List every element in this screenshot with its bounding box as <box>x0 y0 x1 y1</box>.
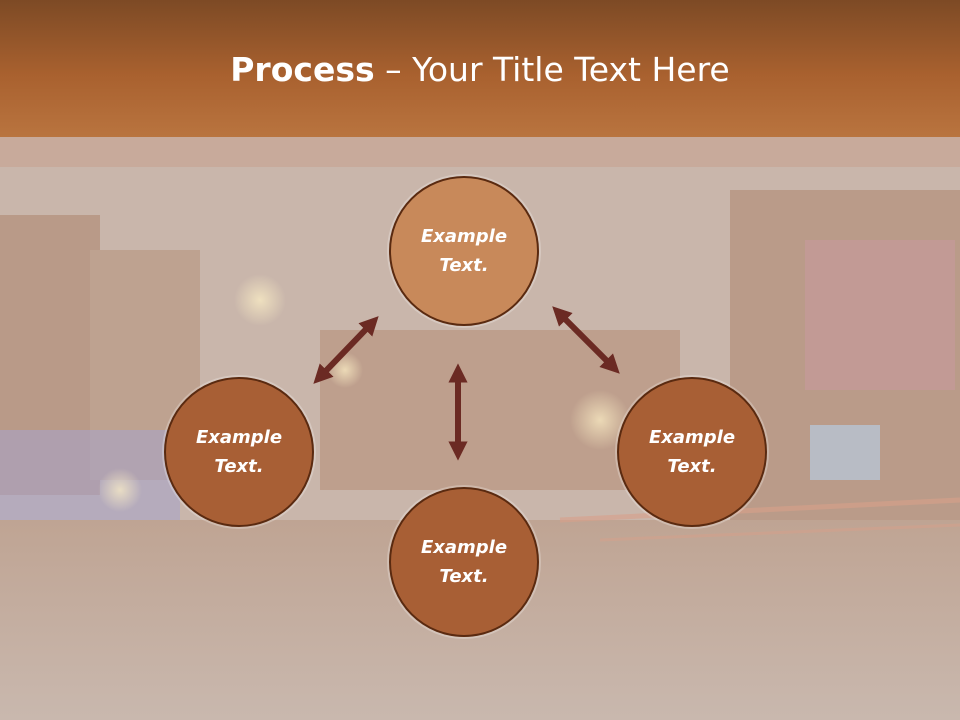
process-node-top[interactable]: Example Text. <box>389 176 539 326</box>
title-bar <box>0 0 960 137</box>
process-node-left[interactable]: Example Text. <box>164 377 314 527</box>
slide-title-rest: – Your Title Text Here <box>374 50 730 89</box>
title-band <box>0 137 960 167</box>
process-node-bottom[interactable]: Example Text. <box>389 487 539 637</box>
slide-title-bold: Process <box>230 50 375 89</box>
node-label-top: Example Text. <box>420 226 508 276</box>
process-node-right[interactable]: Example Text. <box>617 377 767 527</box>
slide-title: Process – Your Title Text Here <box>0 50 960 89</box>
node-label-left: Example Text. <box>195 427 283 477</box>
arrow-top-left <box>313 316 379 384</box>
arrow-top-right <box>552 306 620 374</box>
node-label-bottom: Example Text. <box>420 537 508 587</box>
node-label-right: Example Text. <box>648 427 736 477</box>
